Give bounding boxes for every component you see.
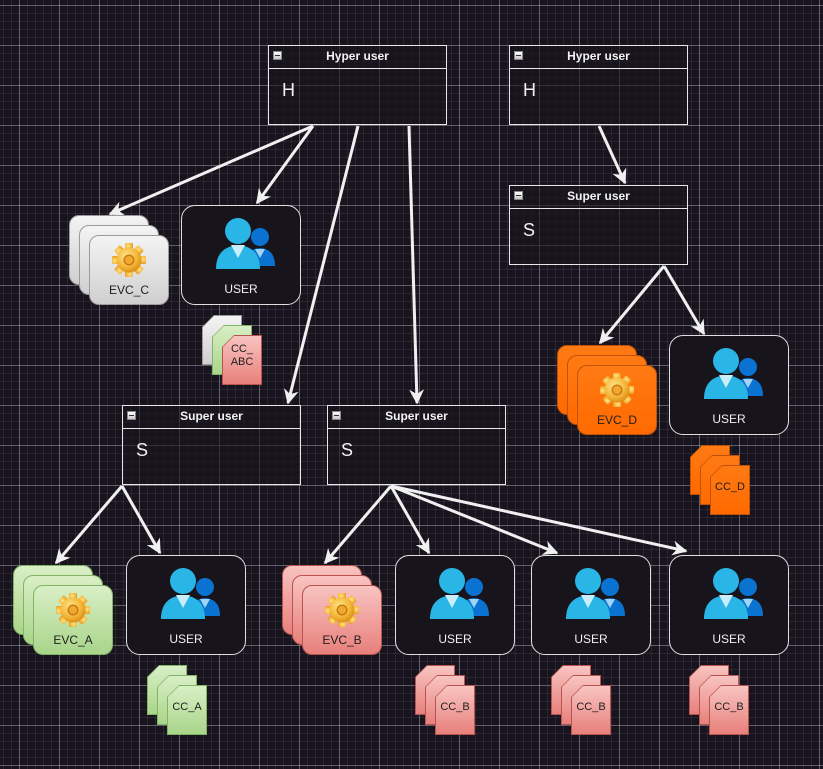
container-title: Hyper user: [326, 49, 389, 63]
user-label: USER: [712, 412, 746, 426]
user-label: USER: [574, 632, 608, 646]
container-header: Super user: [328, 406, 505, 429]
user-node-b1[interactable]: USER: [395, 555, 515, 655]
cc-doc: [167, 685, 207, 735]
user-node-c[interactable]: USER: [181, 205, 301, 305]
container-body-text: H: [523, 80, 536, 100]
evc-label: EVC_D: [596, 413, 637, 427]
cc-doc: [710, 465, 750, 515]
container-header: Hyper user: [269, 46, 446, 69]
container-header: Hyper user: [510, 46, 687, 69]
evc-stack-b[interactable]: EVC_B: [282, 565, 382, 655]
container-body-text: S: [341, 440, 354, 460]
container-title: Hyper user: [567, 49, 630, 63]
edge-super-a-evc-a[interactable]: [54, 485, 124, 565]
user-group-icon: [704, 568, 763, 619]
gear-icon: [56, 593, 90, 627]
edge-hyper1-evc-c[interactable]: [108, 124, 314, 216]
user-group-icon: [216, 218, 275, 269]
edge-super-b-evc-b[interactable]: [323, 485, 393, 565]
evc-label: EVC_C: [108, 283, 149, 297]
evc-stack-d[interactable]: EVC_D: [557, 345, 657, 435]
collapse-icon[interactable]: [127, 411, 136, 420]
user-label: USER: [169, 632, 203, 646]
container-title: Super user: [180, 409, 243, 423]
edge-super-b-user-b3[interactable]: [390, 484, 688, 556]
container-header: Super user: [510, 186, 687, 209]
evc-stack-c[interactable]: EVC_C: [69, 215, 169, 305]
cc-stack-b3[interactable]: CC_B: [689, 665, 751, 735]
collapse-icon[interactable]: [514, 51, 523, 60]
cc-label: CC_ABC: [230, 343, 254, 368]
cc-doc: [222, 335, 262, 385]
user-node-d[interactable]: USER: [669, 335, 789, 435]
cc-label: CC_D: [715, 481, 745, 493]
container-title: Super user: [567, 189, 630, 203]
cc-label: CC_B: [576, 701, 606, 713]
collapse-icon[interactable]: [332, 411, 341, 420]
cc-stack-a[interactable]: CC_A: [147, 665, 209, 735]
collapse-icon[interactable]: [514, 191, 523, 200]
edge-super-a-user-a[interactable]: [120, 485, 162, 555]
user-group-icon: [704, 348, 763, 399]
hyper-user-container-2[interactable]: Hyper user H: [509, 45, 688, 125]
user-label: USER: [712, 632, 746, 646]
container-body-text: S: [136, 440, 149, 460]
cc-stack-b1[interactable]: CC_B: [415, 665, 477, 735]
cc-doc: [435, 685, 475, 735]
super-user-container-b[interactable]: Super user S: [327, 405, 506, 485]
super-user-container-d[interactable]: Super user S: [509, 185, 688, 265]
cc-stack-b2[interactable]: CC_B: [551, 665, 613, 735]
container-body-text: H: [282, 80, 295, 100]
edge-hyper1-super-b[interactable]: [407, 125, 425, 405]
cc-doc: [571, 685, 611, 735]
user-label: USER: [438, 632, 472, 646]
evc-label: EVC_B: [322, 633, 362, 647]
container-body-text: S: [523, 220, 536, 240]
user-node-a[interactable]: USER: [126, 555, 246, 655]
gear-icon: [112, 243, 146, 277]
edge-hyper1-user-c[interactable]: [255, 125, 315, 205]
cc-label: CC_B: [714, 701, 744, 713]
container-header: Super user: [123, 406, 300, 429]
user-group-icon: [161, 568, 220, 619]
gear-icon: [325, 593, 359, 627]
edge-super-b-user-b2[interactable]: [390, 484, 559, 555]
cc-label: CC_A: [172, 701, 202, 713]
gear-icon: [600, 373, 634, 407]
user-node-b2[interactable]: USER: [531, 555, 651, 655]
collapse-icon[interactable]: [273, 51, 282, 60]
edge-super-d-user-d[interactable]: [662, 265, 706, 336]
evc-stack-a[interactable]: EVC_A: [13, 565, 113, 655]
cc-stack-d[interactable]: CC_D: [690, 445, 752, 515]
super-user-container-a[interactable]: Super user S: [122, 405, 301, 485]
cc-doc: [709, 685, 749, 735]
cc-label: CC_B: [440, 701, 470, 713]
user-node-b3[interactable]: USER: [669, 555, 789, 655]
user-group-icon: [430, 568, 489, 619]
user-label: USER: [224, 282, 258, 296]
hyper-user-container-1[interactable]: Hyper user H: [268, 45, 447, 125]
edge-super-b-user-b1[interactable]: [389, 485, 431, 555]
edge-hyper2-super-d[interactable]: [597, 125, 627, 185]
evc-label: EVC_A: [53, 633, 93, 647]
container-title: Super user: [385, 409, 448, 423]
cc-stack-abc[interactable]: CC_ABC: [202, 315, 264, 385]
user-group-icon: [566, 568, 625, 619]
edge-super-d-evc-d[interactable]: [598, 265, 666, 345]
